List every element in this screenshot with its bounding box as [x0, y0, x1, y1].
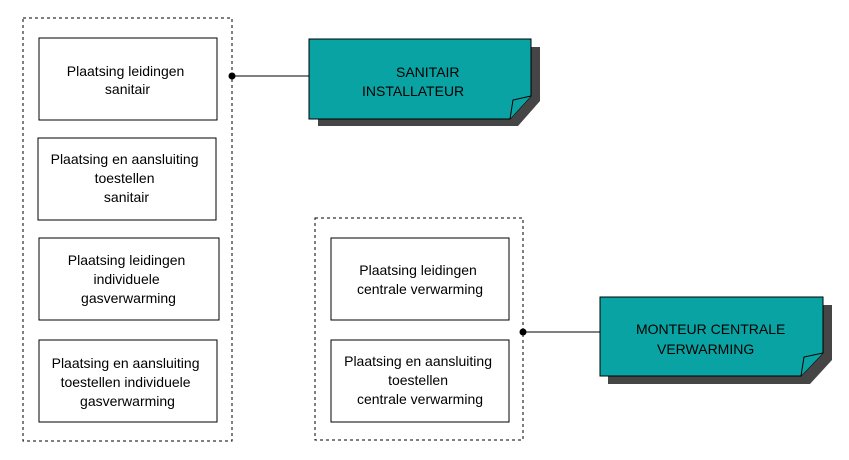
role-note-monteur-centrale-verwarming: MONTEUR CENTRALE VERWARMING — [599, 296, 832, 384]
task-label: Plaatsing en aansluiting toestellen sani… — [51, 151, 203, 205]
task-label: Plaatsing en aansluiting toestellen indi… — [52, 355, 204, 409]
role-label: SANITAIR INSTALLATEUR — [362, 64, 464, 99]
task-label: Plaatsing en aansluiting toestellen cent… — [344, 353, 496, 407]
task-box: Plaatsing leidingen centrale verwarming — [330, 237, 510, 321]
role-note-fold — [800, 352, 824, 377]
role-label: MONTEUR CENTRALE VERWARMING — [636, 321, 789, 357]
task-box: Plaatsing leidingen sanitair — [38, 37, 218, 121]
task-box: Plaatsing en aansluiting toestellen sani… — [37, 137, 217, 221]
task-box: Plaatsing en aansluiting toestellen indi… — [38, 339, 218, 423]
task-box: Plaatsing leidingen individuele gasverwa… — [38, 237, 220, 321]
connector-dot — [519, 328, 527, 336]
task-label: Plaatsing leidingen sanitair — [67, 63, 188, 97]
task-label: Plaatsing leidingen centrale verwarming — [357, 262, 483, 297]
group-sanitair-border — [22, 17, 233, 442]
connector-dot — [228, 72, 236, 80]
role-note-fold — [509, 95, 532, 120]
task-box: Plaatsing en aansluiting toestellen cent… — [330, 339, 510, 423]
group-sanitair: Plaatsing leidingen sanitair Plaatsing e… — [22, 17, 540, 442]
group-centrale-verwarming: Plaatsing leidingen centrale verwarming … — [314, 217, 832, 441]
task-label: Plaatsing leidingen individuele gasverwa… — [68, 252, 189, 306]
role-note-sanitair-installateur: SANITAIR INSTALLATEUR — [308, 38, 540, 126]
